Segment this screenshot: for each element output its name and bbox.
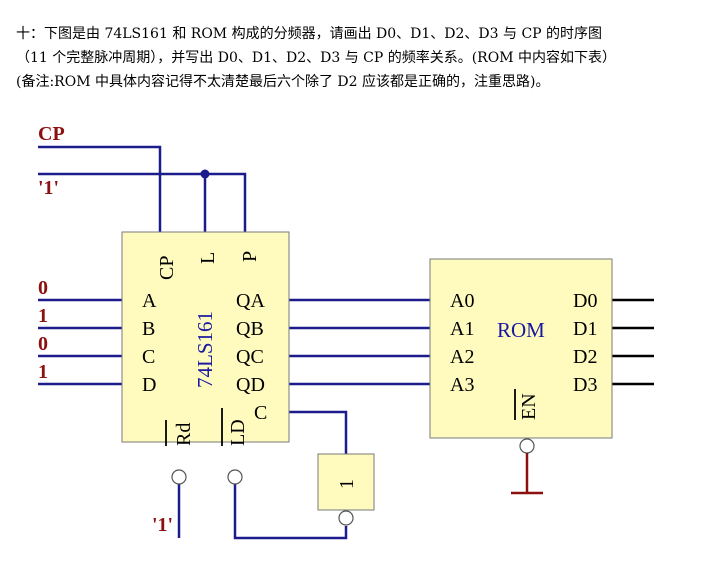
en-bubble <box>519 438 535 454</box>
a3-pin-label: A3 <box>450 374 474 396</box>
one-input-bottom-label: '1' <box>152 514 173 536</box>
question-line-3: (备注:ROM 中具体内容记得不太清楚最后六个除了 D2 应该都是正确的，注重思… <box>16 74 550 90</box>
d-pin-label: D <box>142 374 156 396</box>
ld-bubble <box>227 469 243 485</box>
c-pin-label: C <box>142 346 155 368</box>
wires <box>38 145 430 540</box>
qa-pin-label: QA <box>236 290 265 312</box>
d0-pin-label: D0 <box>573 290 597 312</box>
rd-bubble <box>171 469 187 485</box>
input-b-value: 1 <box>38 305 48 327</box>
question-line-1: 十：下图是由 74LS161 和 ROM 构成的分频器，请画出 D0、D1、D2… <box>16 26 603 42</box>
inverter-output-bubble <box>338 510 354 526</box>
l-pin-label: L <box>197 252 219 264</box>
qc-pin-label: QC <box>236 346 264 368</box>
qd-pin-label: QD <box>236 374 265 396</box>
input-d-value: 1 <box>38 361 48 383</box>
d1-pin-label: D1 <box>573 318 597 340</box>
rom-chip <box>429 258 613 439</box>
carry-wire <box>289 410 348 454</box>
cp-input-label: CP <box>38 123 65 145</box>
one-input-top-label: '1' <box>38 177 59 199</box>
d2-pin-label: D2 <box>573 346 597 368</box>
en-pin-label: EN <box>518 393 540 420</box>
question-line-2: （11 个完整脉冲周期），并写出 D0、D1、D2、D3 与 CP 的频率关系。… <box>16 50 616 66</box>
rom-chip-name: ROM <box>497 318 545 342</box>
qb-pin-label: QB <box>236 318 264 340</box>
input-c-value: 0 <box>38 333 48 355</box>
inverter-gate <box>317 453 375 511</box>
counter-chip-name: 74LS161 <box>193 311 217 388</box>
cp-wire <box>38 145 162 232</box>
one-wire-top <box>38 172 247 232</box>
carry-pin-label: C <box>254 402 267 424</box>
ld-feedback-wire <box>233 484 348 540</box>
ld-pin-label: LD <box>227 419 249 446</box>
junction-dot <box>200 169 210 179</box>
a1-pin-label: A1 <box>450 318 474 340</box>
a0-pin-label: A0 <box>450 290 474 312</box>
d3-pin-label: D3 <box>573 374 597 396</box>
cp-pin-label: CP <box>156 256 178 280</box>
rd-pin-label: Rd <box>173 423 195 446</box>
p-pin-label: P <box>239 251 261 262</box>
input-a-value: 0 <box>38 277 48 299</box>
inverter-label: 1 <box>336 479 358 489</box>
a-pin-label: A <box>142 290 157 312</box>
b-pin-label: B <box>142 318 155 340</box>
question-text: 十：下图是由 74LS161 和 ROM 构成的分频器，请画出 D0、D1、D2… <box>16 22 712 94</box>
counter-chip-74ls161 <box>121 231 290 443</box>
rom-output-wires <box>612 298 654 386</box>
a2-pin-label: A2 <box>450 346 474 368</box>
